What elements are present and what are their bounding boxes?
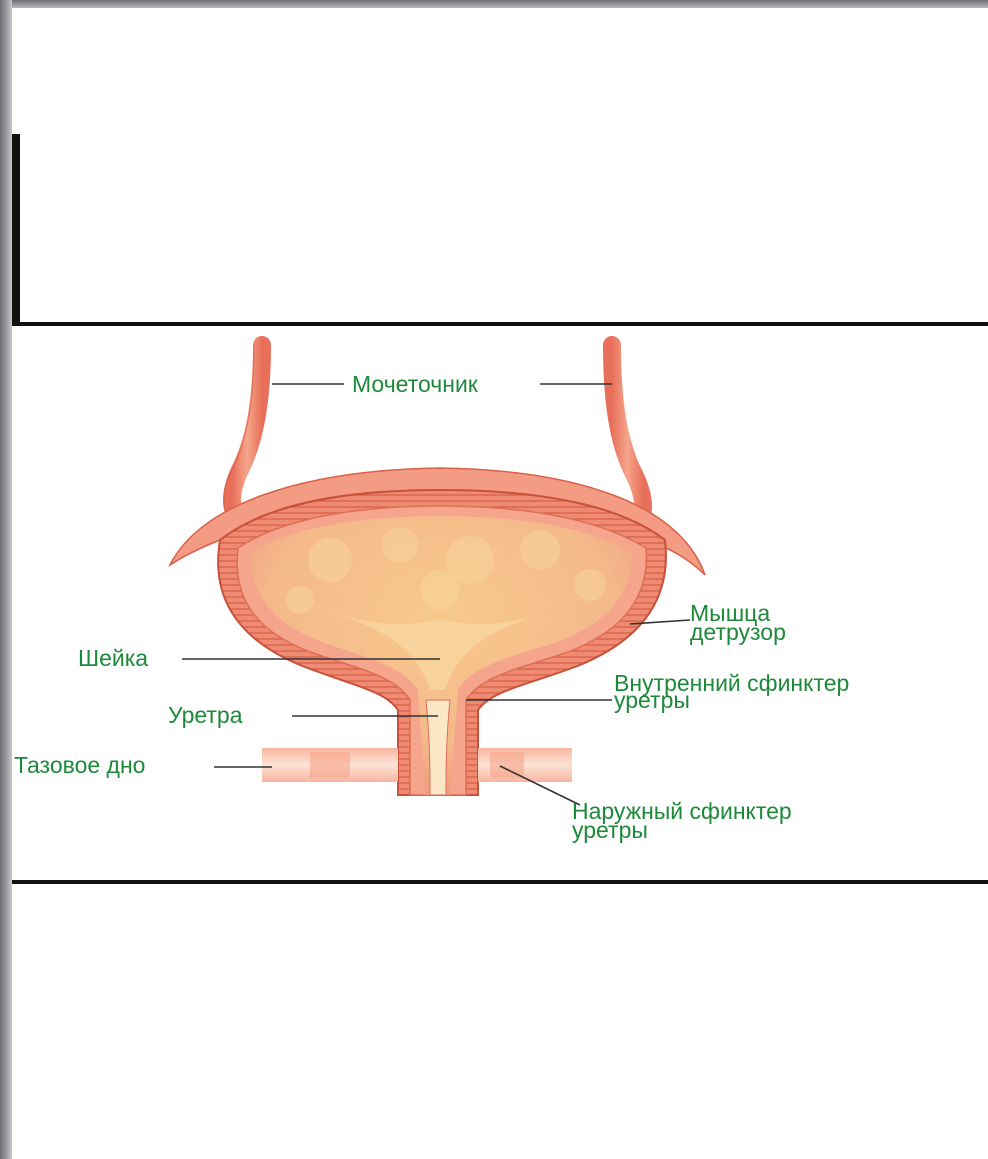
- ureter-left: [224, 345, 262, 515]
- label-urethra: Уретра: [168, 706, 243, 725]
- urethra-tube: [426, 700, 450, 795]
- label-detrusor-line2: детрузор: [690, 623, 786, 642]
- ureter-right: [612, 345, 643, 520]
- label-ureter: Мочеточник: [352, 375, 478, 394]
- label-neck: Шейка: [78, 649, 148, 668]
- label-external-sphincter-line2: уретры: [572, 821, 648, 840]
- label-internal-sphincter-line2: уретры: [614, 691, 690, 710]
- label-pelvic-floor: Тазовое дно: [14, 756, 145, 775]
